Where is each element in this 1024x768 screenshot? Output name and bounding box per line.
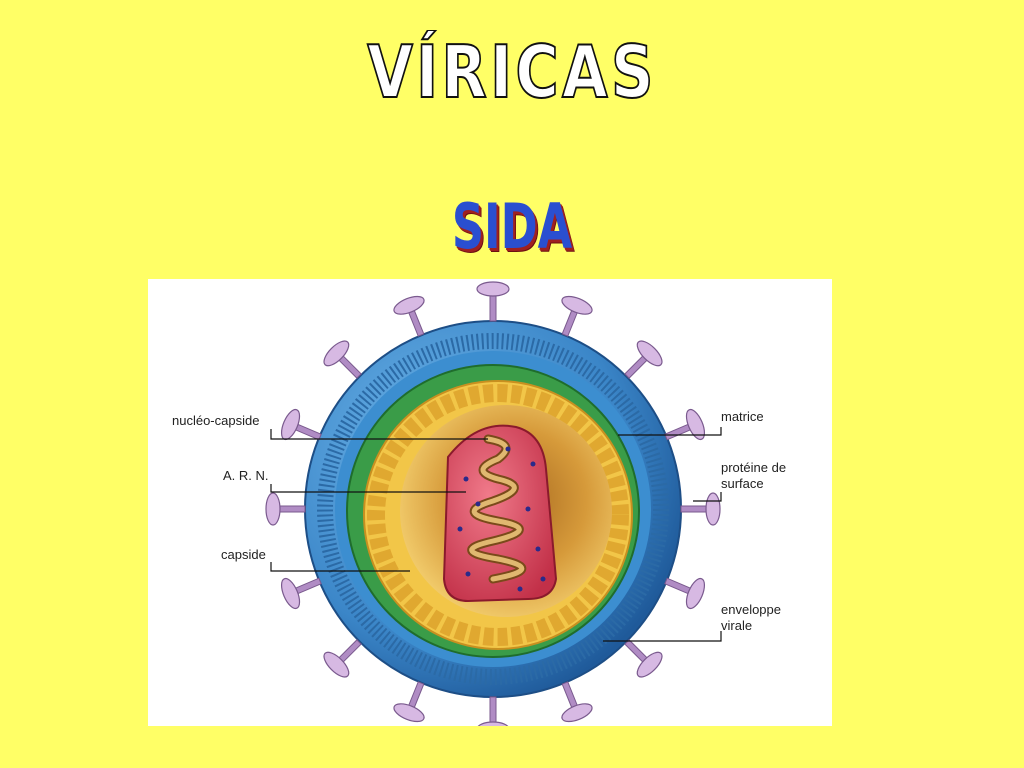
capsid-texture: [367, 384, 629, 646]
label-capside: capside: [221, 547, 266, 562]
rna-strand: [469, 436, 525, 582]
virus-illustration: [265, 281, 722, 737]
label-nucleocapside: nucléo-capside: [172, 413, 260, 428]
label-proteine-line1: protéine de: [721, 460, 787, 475]
nucleocapsid: [442, 424, 558, 603]
hiv-virus-diagram: nucléo-capside A. R. N. capside matrice …: [148, 279, 832, 737]
label-proteine-line2: surface: [721, 476, 764, 491]
leader-lines: [270, 427, 722, 642]
label-matrice: matrice: [721, 409, 764, 424]
membrane-bilayer: [317, 333, 669, 685]
page-title: VÍRICAS: [366, 29, 657, 115]
label-enveloppe-line2: virale: [721, 618, 753, 633]
page-subtitle: SIDA: [451, 190, 573, 263]
label-arn: A. R. N.: [223, 468, 269, 483]
enzyme-dots: [457, 446, 546, 592]
label-enveloppe-line1: enveloppe: [721, 602, 781, 617]
